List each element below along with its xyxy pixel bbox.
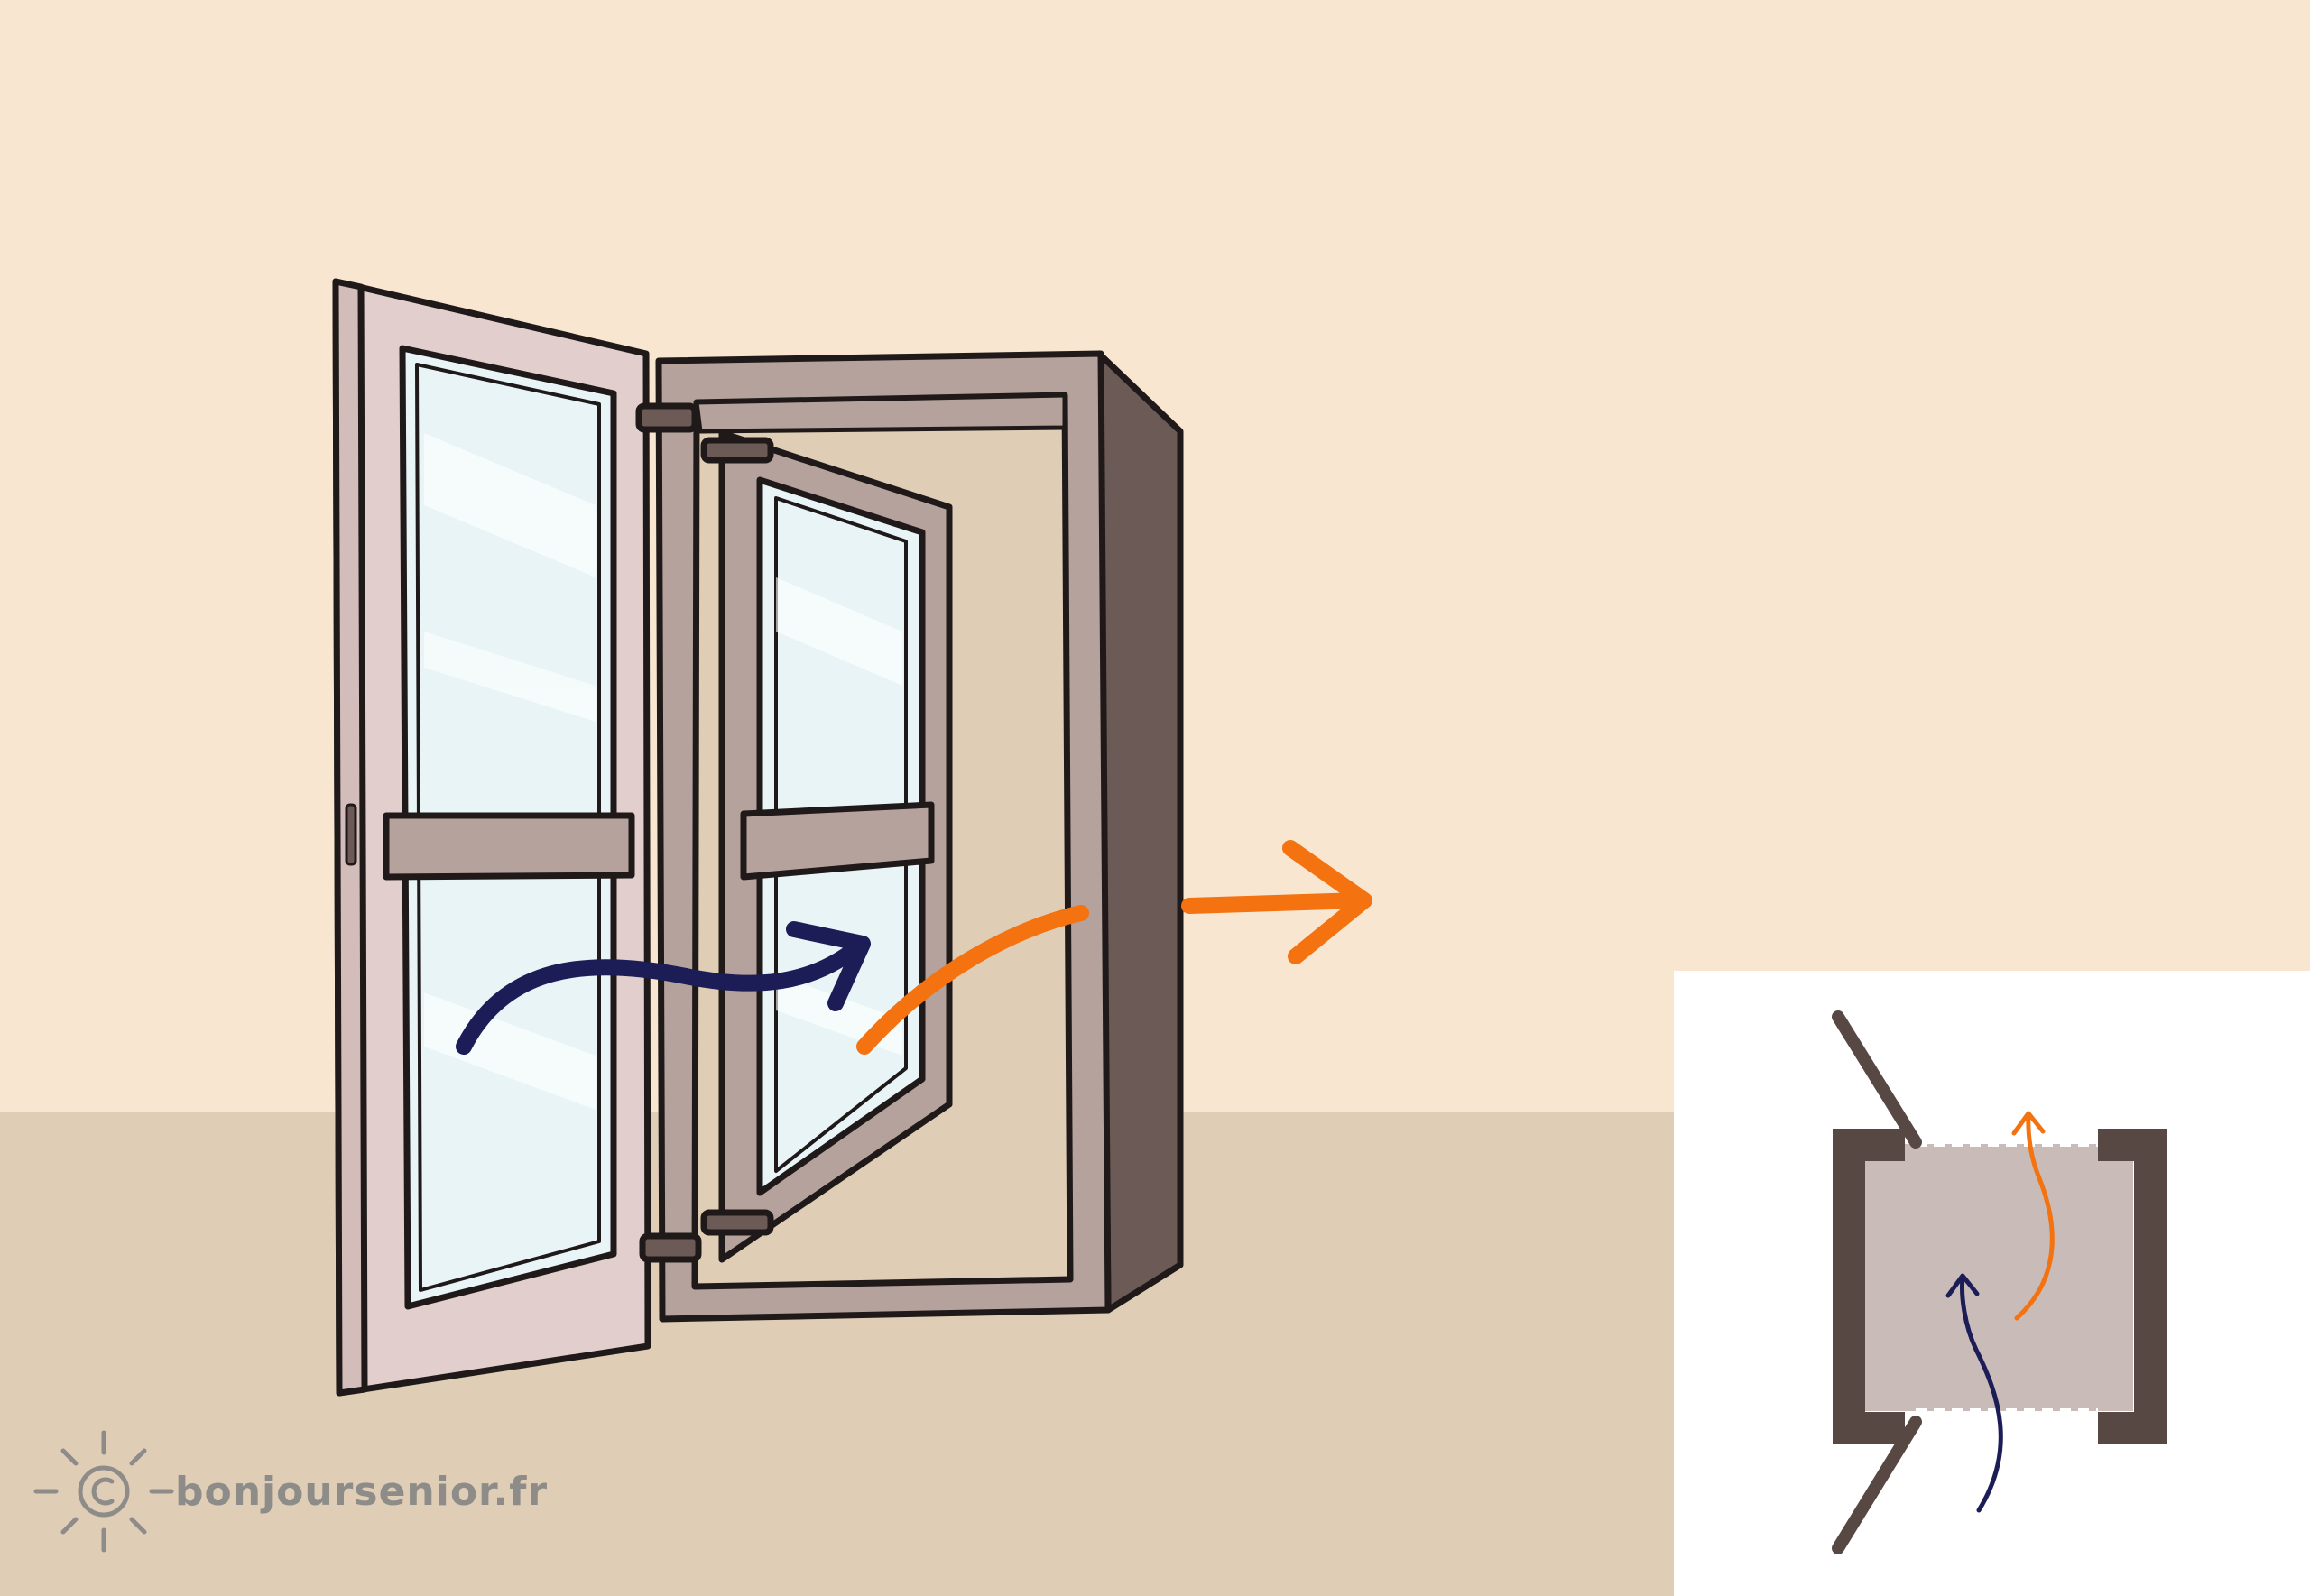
watermark-text: bonjoursenior.fr bbox=[175, 1468, 549, 1515]
copyright-sun-icon bbox=[33, 1430, 174, 1553]
cold-air-arrow bbox=[456, 921, 871, 1055]
warm-air-arrow bbox=[856, 840, 1372, 1055]
orange-airflow-arrow-icon bbox=[2011, 1111, 2055, 1321]
left-window-sash bbox=[332, 278, 702, 1397]
airflow-diagram-inset bbox=[1674, 971, 2310, 1596]
inset-open-sash-bottom bbox=[1832, 1416, 1922, 1554]
inset-open-sash-top bbox=[1832, 1010, 1922, 1149]
inset-left-wall bbox=[1833, 1129, 1905, 1444]
inset-right-wall bbox=[2098, 1129, 2167, 1444]
watermark: bonjoursenior.fr bbox=[27, 1430, 549, 1553]
blue-airflow-arrow-icon bbox=[1945, 1273, 2003, 1513]
inset-air-zone bbox=[1865, 1144, 2133, 1411]
